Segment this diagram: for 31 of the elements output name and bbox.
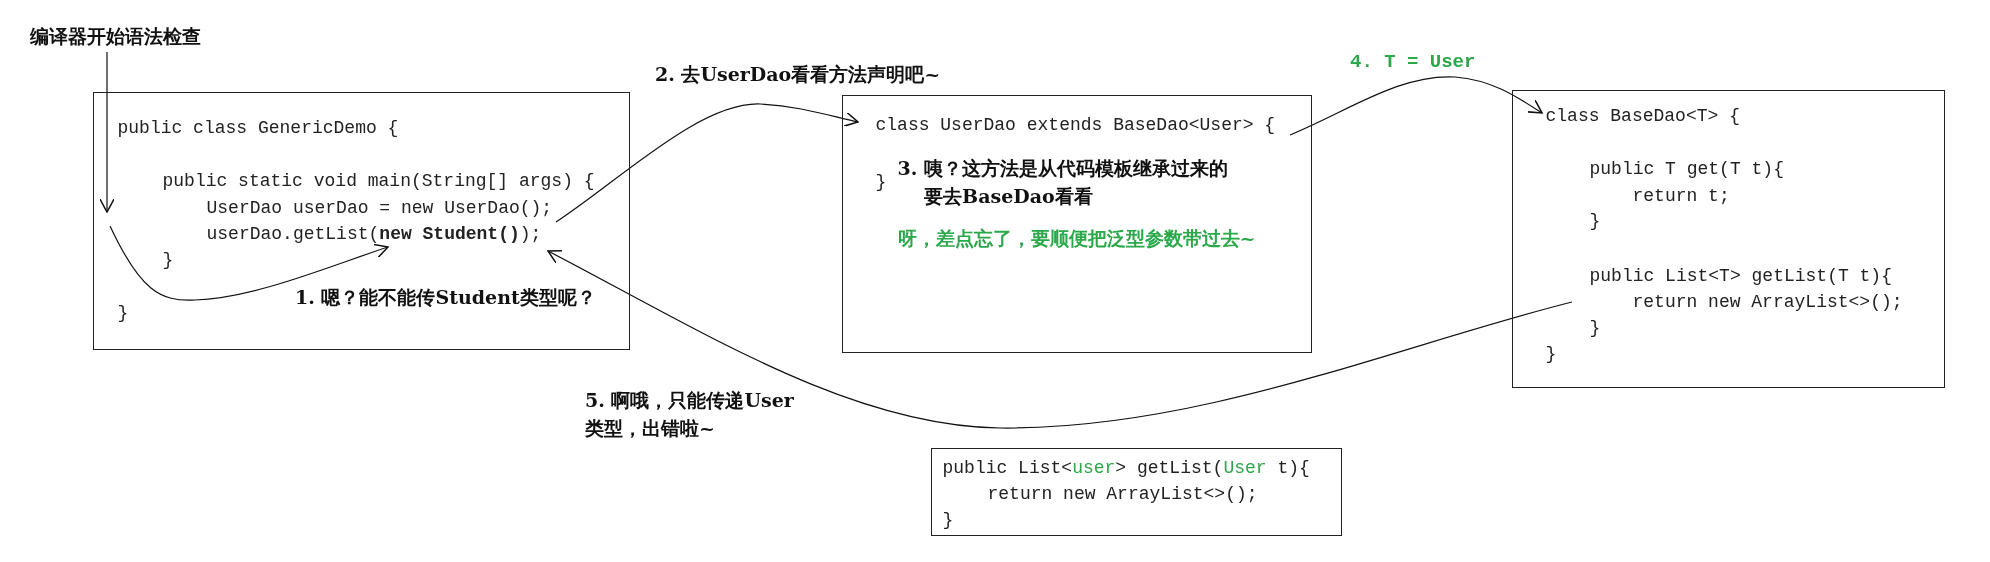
code-line: } [1589,209,1601,232]
code-box [1512,90,1945,388]
arrow [99,51,115,213]
arrow [109,225,389,301]
code-line: public List<user> getList(User t){ [942,456,1310,479]
code-line: userDao.getList(new Student()); [206,222,542,245]
arrow [547,250,1573,429]
code-line: class UserDao extends BaseDao<User> { [875,113,1276,136]
code-line: } [1589,316,1601,339]
code-line: return t; [1632,184,1730,207]
code-line: public List<T> getList(T t){ [1589,264,1892,287]
code-line: } [942,508,954,531]
annotation-text: 编译器开始语法检查 [30,24,201,49]
annotation-text: 3. 咦？这方法是从代码模板继承过来的要去BaseDao看看 [897,155,1229,209]
code-line: } [162,248,174,271]
code-box [931,448,1342,536]
code-box [842,95,1312,353]
code-line: public T get(T t){ [1589,157,1784,180]
code-line: public class GenericDemo { [117,116,399,139]
code-line: } [1545,342,1557,365]
code-box [93,92,630,350]
code-line: public static void main(String[] args) { [162,169,595,192]
annotation-text: 呀，差点忘了，要顺便把泛型参数带过去~ [897,225,1256,251]
code-line: } [117,301,129,324]
code-line: return new ArrayList<>(); [1632,290,1903,313]
code-line: class BaseDao<T> { [1545,104,1740,127]
arrow [1289,76,1543,136]
code-line: UserDao userDao = new UserDao(); [206,196,553,219]
arrow [555,103,859,223]
code-line: } [875,170,887,193]
code-line: return new ArrayList<>(); [987,482,1258,505]
